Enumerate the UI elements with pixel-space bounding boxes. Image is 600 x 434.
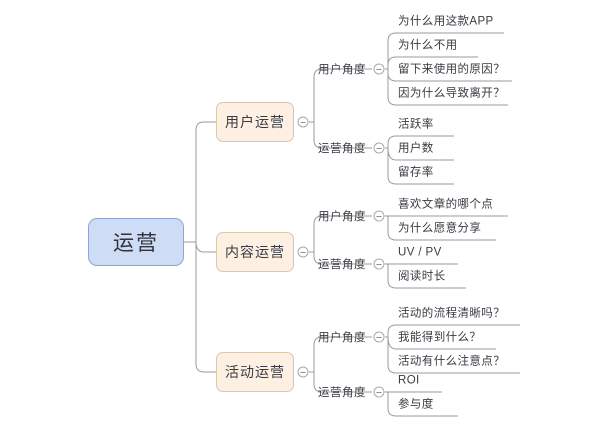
leaf-node[interactable]: 喜欢文章的哪个点 [398,198,494,211]
collapse-toggle-b3-ops-angle[interactable] [373,386,385,398]
group-label-b3-ops-angle[interactable]: 运营角度 [318,384,366,400]
collapse-toggle-b2-user-angle[interactable] [373,210,385,222]
leaf-node[interactable]: 因为什么导致离开？ [398,87,506,100]
collapse-toggle-b3-user-angle[interactable] [373,331,385,343]
leaf-node[interactable]: 活动的流程清晰吗？ [398,307,506,320]
group-label-text: 用户角度 [318,332,366,344]
branch-label: 活动运营 [225,364,285,380]
branch-label: 用户运营 [225,114,285,130]
collapse-toggle-b1-ops-angle[interactable] [373,142,385,154]
collapse-toggle-branch-3[interactable] [297,366,309,378]
leaf-node[interactable]: 参与度 [398,398,434,411]
branch-node-content-operation[interactable]: 内容运营 [216,232,294,272]
collapse-toggle-branch-1[interactable] [297,116,309,128]
collapse-toggle-b2-ops-angle[interactable] [373,258,385,270]
group-label-b2-ops-angle[interactable]: 运营角度 [318,256,366,272]
leaf-node[interactable]: 活动有什么注意点？ [398,355,506,368]
group-label-text: 用户角度 [318,64,366,76]
leaf-node[interactable]: UV / PV [398,246,442,259]
collapse-toggle-branch-2[interactable] [297,246,309,258]
leaf-node[interactable]: 我能得到什么？ [398,331,482,344]
group-label-text: 运营角度 [318,143,366,155]
leaf-node[interactable]: 为什么不用 [398,39,458,52]
group-label-text: 运营角度 [318,259,366,271]
group-label-b1-user-angle[interactable]: 用户角度 [318,61,366,77]
group-label-b1-ops-angle[interactable]: 运营角度 [318,140,366,156]
group-label-text: 用户角度 [318,211,366,223]
leaf-node[interactable]: 为什么愿意分享 [398,222,482,235]
leaf-node[interactable]: ROI [398,374,420,387]
branch-label: 内容运营 [225,244,285,260]
group-label-b2-user-angle[interactable]: 用户角度 [318,208,366,224]
collapse-toggle-b1-user-angle[interactable] [373,63,385,75]
leaf-node[interactable]: 阅读时长 [398,270,446,283]
leaf-node[interactable]: 用户数 [398,142,434,155]
leaf-node[interactable]: 留存率 [398,166,434,179]
root-node[interactable]: 运营 [88,218,184,266]
branch-node-user-operation[interactable]: 用户运营 [216,102,294,142]
branch-node-activity-operation[interactable]: 活动运营 [216,352,294,392]
leaf-node[interactable]: 活跃率 [398,118,434,131]
group-label-b3-user-angle[interactable]: 用户角度 [318,329,366,345]
root-label: 运营 [113,232,159,255]
leaf-node[interactable]: 为什么用这款APP [398,15,494,28]
group-label-text: 运营角度 [318,387,366,399]
leaf-node[interactable]: 留下来使用的原因？ [398,63,506,76]
